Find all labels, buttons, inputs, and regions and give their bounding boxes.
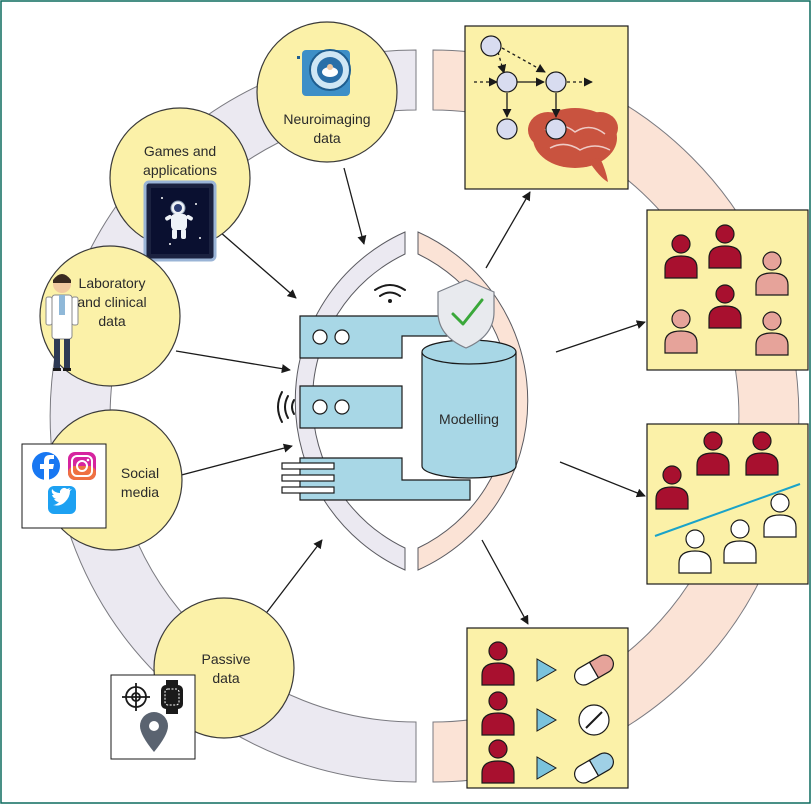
passive-label-line1: Passive: [201, 651, 250, 667]
laboratory-label-line3: data: [98, 313, 125, 329]
gps-target-icon: [122, 683, 150, 711]
cluster-person-2: [708, 224, 742, 269]
input-arrows: [169, 167, 367, 617]
cluster-person-4: [708, 284, 742, 329]
treatment-person-1: [481, 641, 515, 686]
source-neuroimaging: Neuroimaging data: [256, 21, 398, 163]
pill-icon-3: [574, 752, 614, 784]
arrow-games: [219, 231, 297, 299]
neuroimaging-label-line1: Neuroimaging: [283, 111, 370, 127]
source-passive: Passive data: [110, 597, 295, 760]
no-treatment-icon: [578, 704, 610, 736]
output-prediction: [646, 423, 809, 585]
source-games: Games and applications: [109, 107, 251, 262]
prediction-person-4: [763, 493, 797, 538]
classification-boundary-icon: [655, 431, 797, 574]
cluster-person-6: [755, 311, 789, 356]
output-network: [464, 25, 629, 190]
arrow-clusters: [555, 320, 646, 353]
output-clusters: [646, 209, 809, 371]
arrow-treatment: [481, 539, 529, 625]
shield-check-icon: [437, 279, 495, 349]
modelling-label: Modelling: [439, 411, 499, 427]
prediction-person-3: [655, 465, 689, 510]
causal-network-brain-icon: [474, 35, 618, 182]
cluster-person-5: [664, 309, 698, 354]
pill-icon-1: [574, 654, 614, 686]
twitter-icon: [48, 486, 76, 514]
signal-waves-icon: [277, 391, 295, 423]
games-label-line1: Games and: [144, 143, 216, 159]
location-pin-icon: [140, 712, 168, 752]
social-label-line2: media: [121, 484, 159, 500]
output-arrows: [481, 191, 646, 625]
social-label-line1: Social: [121, 465, 159, 481]
arrow-neuroimaging: [343, 167, 367, 245]
decision-boundary-line: [654, 483, 801, 537]
brain-scan-icon: [297, 49, 351, 96]
source-laboratory: Laboratory and clinical data: [39, 245, 181, 387]
arrow-network: [485, 191, 531, 269]
server-rack-icon: [281, 315, 471, 501]
prediction-person-2: [745, 431, 779, 476]
wifi-icon: [374, 284, 406, 303]
database-icon: [421, 339, 517, 479]
neuroimaging-label-line2: data: [313, 130, 340, 146]
treatment-arrow-1: [536, 658, 557, 682]
arrow-laboratory: [175, 350, 291, 374]
patient-subgroups-icon: [664, 224, 789, 356]
games-label-line2: applications: [143, 162, 217, 178]
treatment-arrow-3: [536, 756, 557, 780]
prediction-person-1: [696, 431, 730, 476]
center-modelling: Modelling: [277, 279, 517, 501]
arrow-passive: [263, 539, 323, 617]
passive-label-line2: data: [212, 670, 239, 686]
facebook-icon: [32, 452, 60, 480]
treatment-selection-icon: [481, 641, 614, 784]
tablet-astronaut-icon: [143, 180, 217, 262]
doctor-icon: [45, 274, 79, 371]
prediction-person-5: [723, 519, 757, 564]
cluster-person-3: [755, 251, 789, 296]
smartwatch-icon: [161, 680, 183, 714]
treatment-person-2: [481, 691, 515, 736]
source-social: Social media: [21, 409, 183, 551]
laboratory-label-line2: and clinical: [77, 294, 146, 310]
arrow-prediction: [559, 461, 646, 498]
prediction-person-6: [678, 529, 712, 574]
inner-ring-right: [417, 231, 529, 571]
treatment-arrow-2: [536, 708, 557, 732]
instagram-icon: [68, 452, 96, 480]
laboratory-label-line1: Laboratory: [79, 275, 146, 291]
cluster-person-1: [664, 234, 698, 279]
arrow-social: [169, 443, 293, 479]
treatment-person-3: [481, 739, 515, 784]
output-treatment: [466, 627, 629, 789]
